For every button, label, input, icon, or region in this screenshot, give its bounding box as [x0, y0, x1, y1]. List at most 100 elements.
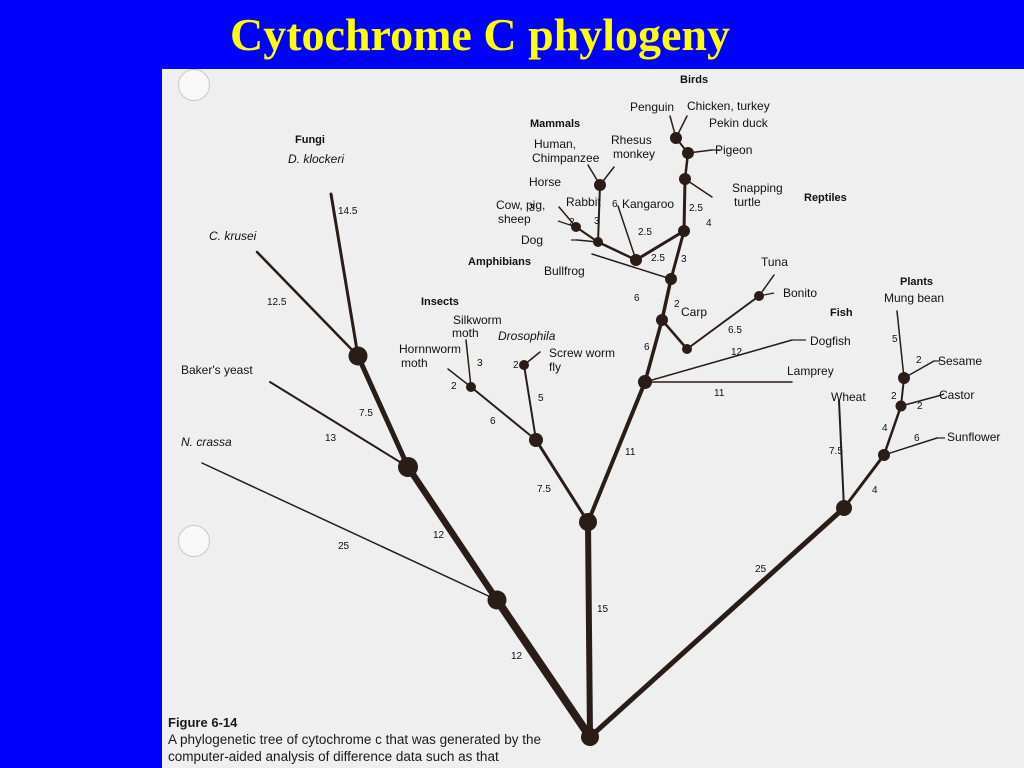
branch-tetra-3: [669, 229, 686, 281]
taxon-n-crassa: N. crassa: [181, 435, 232, 449]
branch-mammal-25: [634, 229, 686, 262]
branch-length-d-klockeri: 14.5: [338, 206, 358, 217]
node-mammal: [630, 254, 642, 266]
taxon-hornworm-line2: moth: [401, 356, 428, 370]
taxon-screwworm-line2: fly: [549, 360, 561, 374]
branch-insect-5: [523, 364, 537, 441]
node-fungi-3: [348, 346, 368, 366]
node-plant: [836, 500, 852, 516]
node-fish-b: [682, 344, 692, 354]
taxon-human-line2: Chimpanzee: [532, 151, 600, 165]
branch-length-kangaroo: 6: [612, 199, 618, 210]
branch-kangaroo: [617, 205, 637, 261]
branch-length-mammal-25b: 2.5: [638, 227, 652, 238]
node-bird-b: [670, 132, 682, 144]
figure-caption: Figure 6-14 A phylogenetic tree of cytoc…: [168, 715, 588, 765]
taxon-kangaroo: Kangaroo: [622, 197, 674, 211]
branch-length-sunflower: 6: [914, 433, 920, 444]
taxon-castor: Castor: [939, 388, 974, 402]
taxon-dogfish: Dogfish: [810, 334, 851, 348]
node-fungi-2: [398, 457, 418, 477]
branch-fungi-12: [404, 463, 501, 604]
label-leader-5: [937, 393, 945, 397]
taxon-penguin: Penguin: [630, 100, 674, 114]
branch-rabbit-up: [597, 184, 601, 243]
figure-caption-text: A phylogenetic tree of cytochrome c that…: [168, 732, 541, 764]
branch-c-krusei: [255, 250, 360, 358]
group-label-insects: Insects: [421, 296, 459, 308]
taxon-tuna: Tuna: [761, 255, 788, 269]
branch-length-carp-2: 2: [674, 299, 680, 310]
branch-length-lamprey: 11: [714, 388, 725, 399]
branch-carp-junction: [660, 318, 689, 351]
branch-length-carp-65: 6.5: [728, 325, 742, 336]
figure-caption-label: Figure 6-14: [168, 715, 238, 730]
node-primate: [594, 179, 606, 191]
group-label-amphibians: Amphibians: [468, 256, 531, 268]
group-label-plants: Plants: [900, 276, 933, 288]
branch-length-dog: 2: [569, 217, 575, 228]
binder-hole-middle: [178, 525, 210, 557]
branch-mammal-25b: [596, 240, 638, 262]
branch-plant-4: [842, 453, 886, 510]
branch-length-carp-6: 6: [644, 342, 650, 353]
taxon-human-line1: Human,: [534, 137, 576, 151]
taxon-d-klockeri: D. klockeri: [288, 152, 344, 166]
group-label-mammals: Mammals: [530, 118, 580, 130]
node-mammal-c: [571, 222, 581, 232]
node-fish: [656, 314, 668, 326]
taxon-pigeon: Pigeon: [715, 143, 752, 157]
node-plant-c: [895, 400, 907, 412]
branch-sunflower: [883, 437, 938, 456]
taxon-snapping-line2: turtle: [734, 195, 761, 209]
node-tuna: [754, 291, 764, 301]
branch-length-silkworm: 3: [477, 358, 483, 369]
taxon-silkworm-line1: Silkworm: [453, 313, 502, 327]
branch-castor: [900, 395, 939, 407]
branch-length-dogfish: 12: [731, 347, 743, 358]
branch-length-plant-4b: 4: [882, 423, 888, 434]
node-tetrapod: [665, 273, 677, 285]
branch-length-n-crassa: 25: [338, 541, 350, 552]
taxon-wheat: Wheat: [831, 390, 866, 404]
node-insect-b: [519, 360, 529, 370]
branch-dogfish: [644, 339, 793, 383]
group-label-fish: Fish: [830, 307, 853, 319]
node-mammal-b: [593, 237, 603, 247]
group-label-birds: Birds: [680, 74, 708, 86]
slide-title: Cytochrome C phylogeny: [229, 9, 731, 60]
taxon-rhesus-line2: monkey: [613, 147, 655, 161]
node-fungi-1: [487, 590, 507, 610]
node-animal-plant: [579, 513, 597, 531]
node-insect-a: [466, 382, 476, 392]
branch-length-insect-75: 7.5: [537, 484, 551, 495]
taxon-rabbit: Rabbit: [566, 195, 601, 209]
branch-length-plant-stem: 25: [755, 564, 767, 575]
taxon-drosophila: Drosophila: [498, 329, 556, 343]
branch-silkworm: [465, 339, 472, 388]
branch-wheat: [838, 400, 845, 509]
branch-length-reptile-25: 2.5: [689, 203, 703, 214]
branch-length-cow: 3: [529, 203, 535, 214]
taxon-horse: Horse: [529, 175, 561, 189]
branch-length-mung-bean: 5: [892, 334, 898, 345]
branch-insect-6: [470, 386, 537, 441]
node-reptile: [679, 173, 691, 185]
branch-mung-bean: [896, 310, 905, 379]
taxon-snapping-line1: Snapping: [732, 181, 783, 195]
branch-fungi-75: [355, 353, 411, 470]
branch-length-fungi-75: 7.5: [359, 408, 373, 419]
phylogenetic-tree: BirdsMammalsReptilesAmphibiansFishInsect…: [181, 74, 1000, 746]
branch-length-sesame-2: 2: [916, 355, 922, 366]
branch-n-crassa: [201, 462, 498, 601]
branch-length-fungi-12: 12: [433, 530, 445, 541]
taxon-hornworm-line1: Hornnworm: [399, 342, 461, 356]
branch-length-c-krusei: 12.5: [267, 297, 287, 308]
taxon-silkworm-line2: moth: [452, 326, 479, 340]
branch-length-insect-5: 5: [538, 393, 544, 404]
group-label-fungi: Fungi: [295, 134, 325, 146]
binder-hole-top: [178, 69, 210, 101]
branch-insect-75: [534, 438, 590, 524]
node-vert: [638, 375, 652, 389]
